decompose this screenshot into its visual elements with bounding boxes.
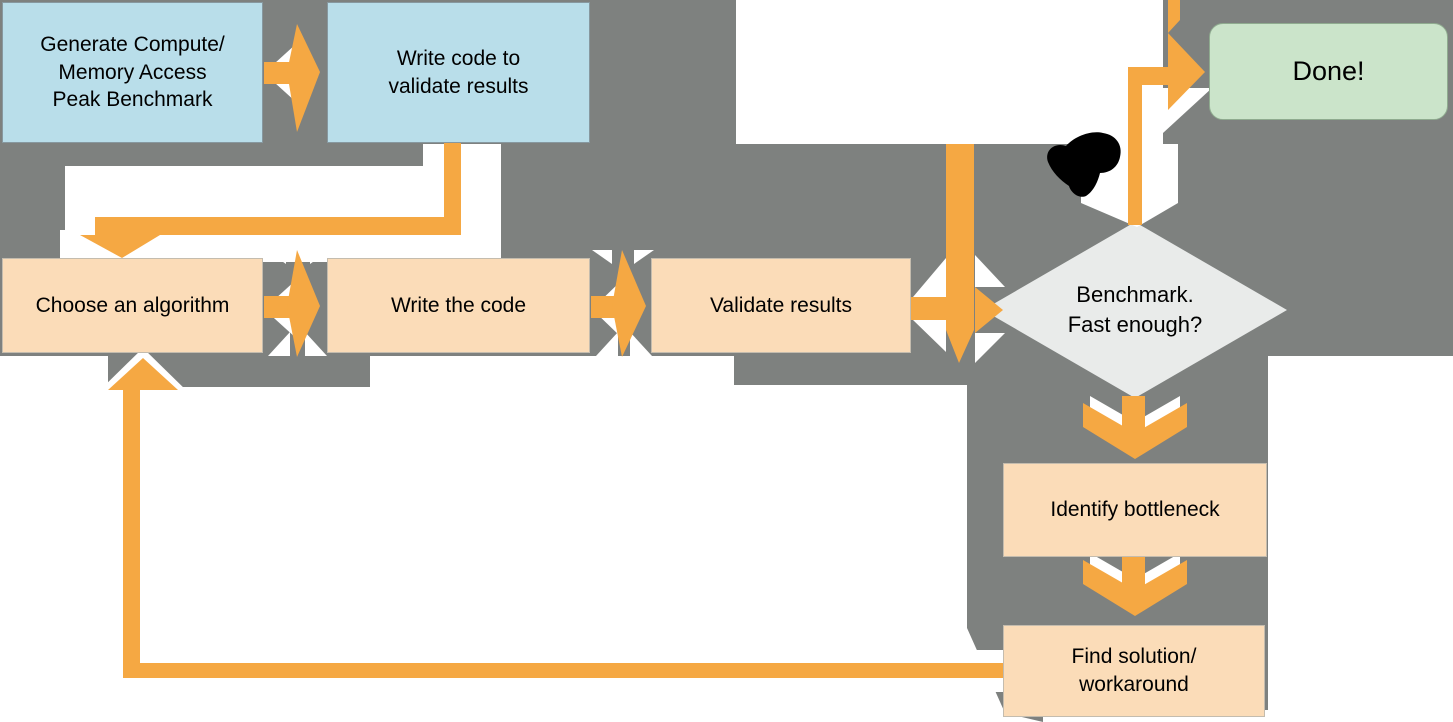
decision-diamond-shape — [983, 222, 1287, 398]
halo-flank — [305, 332, 327, 356]
white-region-bottom-right — [1268, 356, 1453, 722]
arrows — [80, 0, 1205, 678]
node-write-validation-code: Write code to validate results — [327, 2, 590, 143]
node-write-code: Write the code — [327, 258, 590, 353]
halo-junction — [913, 258, 946, 297]
halo-flank — [596, 332, 618, 356]
halo-flank — [634, 250, 654, 264]
arrow-feedback-head — [108, 358, 178, 390]
node-benchmark-decision-label: Benchmark. Fast enough? — [1067, 282, 1203, 337]
arrow-vertical-band — [946, 144, 974, 363]
arrow-feedback-vertical — [123, 388, 140, 678]
ink-blob-annotation — [1047, 132, 1121, 197]
arrow-solution-chevron — [1083, 560, 1187, 616]
node-find-solution: Find solution/ workaround — [1003, 625, 1265, 717]
arrow-done-head — [1168, 33, 1205, 110]
halo-flank — [630, 332, 652, 356]
arrow-done-horizontal — [1128, 67, 1168, 85]
halo-junction — [975, 333, 1005, 363]
halo-flank — [592, 250, 612, 264]
gray-band-under-validate — [734, 352, 967, 385]
halo-loop-vertical — [423, 144, 501, 262]
halo-flank — [268, 332, 290, 356]
arrow-bottleneck-chevron — [1083, 403, 1187, 459]
white-region-bottom-left — [0, 356, 967, 722]
arrow-feedback-horizontal — [123, 663, 1005, 678]
arrow-validate-shaft — [911, 297, 946, 320]
halo-junction — [913, 320, 946, 352]
halo-flank — [266, 250, 286, 264]
arrow-done-vertical — [1128, 75, 1142, 225]
arrow-validate-head — [975, 287, 1003, 333]
arrow-bottleneck-shaft — [1122, 396, 1145, 437]
node-identify-bottleneck: Identify bottleneck — [1003, 463, 1267, 557]
halo-flank — [310, 250, 330, 264]
arrow-row2a-kite — [287, 250, 320, 357]
white-region-top-middle — [736, 0, 1163, 144]
halo-junction — [975, 255, 1005, 287]
arrow-done-top-sliver — [1168, 0, 1180, 33]
arrow-loop-horizontal — [95, 217, 461, 235]
node-validate-results: Validate results — [651, 258, 911, 353]
arrow-row1-kite — [287, 24, 320, 132]
arrow-solution-shaft — [1122, 553, 1145, 594]
node-choose-algorithm: Choose an algorithm — [2, 258, 263, 353]
arrow-row2b-kite — [612, 250, 646, 357]
node-done: Done! — [1209, 23, 1448, 120]
node-generate-benchmark: Generate Compute/ Memory Access Peak Ben… — [2, 2, 263, 143]
arrow-loop-vertical — [444, 143, 461, 226]
arrow-loop-head — [80, 235, 160, 258]
